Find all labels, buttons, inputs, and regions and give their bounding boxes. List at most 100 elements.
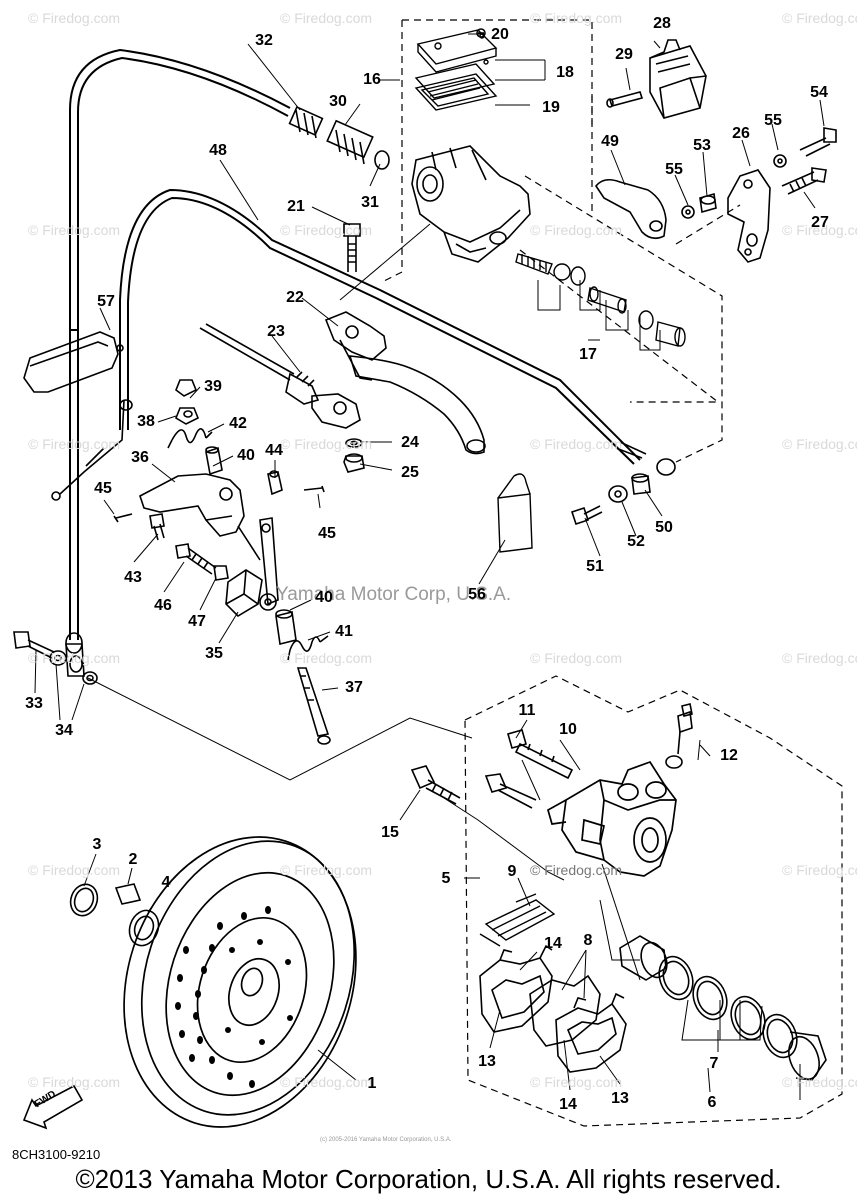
bolt-21 xyxy=(343,223,361,272)
watermark: © Firedog.com xyxy=(782,222,857,238)
callout: 2 xyxy=(128,851,138,868)
pin-45b xyxy=(303,485,325,493)
callout: 25 xyxy=(401,464,419,481)
bolt-46 xyxy=(175,543,217,575)
nut-25 xyxy=(343,453,365,473)
callout: 7 xyxy=(709,1055,719,1072)
cable-lower-ends xyxy=(51,399,133,654)
bolt-33 xyxy=(13,631,55,659)
callout: 40 xyxy=(315,589,333,606)
block-35 xyxy=(225,569,277,618)
flap-56 xyxy=(497,473,533,553)
callout: 56 xyxy=(468,586,486,603)
screw-29 xyxy=(606,91,644,108)
group-outline-master-cylinder xyxy=(381,19,741,463)
piston-seals xyxy=(619,935,827,1081)
bolt-27 xyxy=(781,167,827,195)
watermark: © Firedog.com xyxy=(530,1074,623,1090)
lever-holder-22 xyxy=(324,311,387,381)
callout: 22 xyxy=(286,289,304,306)
callout: 21 xyxy=(287,198,305,215)
spring-42 xyxy=(167,428,213,449)
callout: 16 xyxy=(363,71,381,88)
callout: 45 xyxy=(318,525,336,542)
nut-47 xyxy=(213,565,229,581)
collar-50 xyxy=(631,473,651,495)
brake-cable-32 xyxy=(69,48,291,331)
callout: 13 xyxy=(611,1090,629,1107)
watermark: © Firedog.com xyxy=(28,10,121,26)
callout: 13 xyxy=(478,1053,496,1070)
callout: 43 xyxy=(124,569,142,586)
pin-2 xyxy=(114,883,142,905)
callout: 39 xyxy=(204,378,222,395)
callout: 14 xyxy=(559,1096,577,1113)
callout: 29 xyxy=(615,46,633,63)
callout: 12 xyxy=(720,747,738,764)
bolt-43 xyxy=(149,513,165,541)
caliper-body xyxy=(546,760,677,877)
washer-55b xyxy=(773,154,787,168)
callout: 4 xyxy=(161,874,171,891)
spring-41 xyxy=(287,635,329,661)
adjuster-30 xyxy=(288,106,390,170)
nut-39 xyxy=(175,379,198,397)
pad-spring-9 xyxy=(479,893,556,947)
callout: 17 xyxy=(579,346,597,363)
lever-assembly-23 xyxy=(199,323,361,429)
callout: 37 xyxy=(345,679,363,696)
bracket-57 xyxy=(23,331,124,393)
callout: 20 xyxy=(491,26,509,43)
callout: 33 xyxy=(25,695,43,712)
watermark: © Firedog.com xyxy=(782,862,857,878)
nut-38 xyxy=(175,407,200,425)
bolt-caliper xyxy=(484,773,537,809)
cable-end-fitting xyxy=(615,441,676,476)
callout: 55 xyxy=(764,112,782,129)
switch-28 xyxy=(649,39,707,119)
tiny-copyright: (c) 2005-2016 Yamaha Motor Corporation, … xyxy=(320,1137,452,1143)
brake-lever xyxy=(348,355,486,455)
reservoir-cap xyxy=(414,29,498,111)
callout: 47 xyxy=(188,613,206,630)
watermark: © Firedog.com xyxy=(28,1074,121,1090)
pin-10 xyxy=(514,742,574,780)
washer-52 xyxy=(608,485,628,503)
bleeder-12 xyxy=(665,703,693,769)
watermark: © Firedog.com xyxy=(530,436,623,452)
watermark: © Firedog.com xyxy=(28,862,121,878)
watermark: © Firedog.com xyxy=(782,10,857,26)
watermark: © Firedog.com xyxy=(280,1074,373,1090)
callout: 23 xyxy=(267,323,285,340)
fwd-arrow xyxy=(22,1084,84,1130)
cable-lower-rod xyxy=(69,330,79,640)
watermark: © Firedog.com xyxy=(28,650,121,666)
pin-45a xyxy=(113,513,133,523)
callout: 8 xyxy=(583,932,593,949)
callout: 49 xyxy=(601,133,619,150)
washer-55a xyxy=(681,205,695,219)
callout: 18 xyxy=(556,64,574,81)
callout: 36 xyxy=(131,449,149,466)
switch-44 xyxy=(267,470,283,496)
piston-parts-17 xyxy=(515,253,686,347)
washer-24 xyxy=(345,438,363,448)
bracket-26 xyxy=(727,169,771,263)
clevis xyxy=(65,643,85,677)
callout: 27 xyxy=(811,214,829,231)
callout: 42 xyxy=(229,415,247,432)
master-cylinder-body xyxy=(411,145,531,263)
pin-40a xyxy=(205,446,223,476)
callout: 41 xyxy=(335,623,353,640)
bolt-15 xyxy=(410,765,461,805)
watermark: © Firedog.com xyxy=(280,436,373,452)
circlip-3 xyxy=(69,883,99,917)
bolt-37 xyxy=(296,667,331,745)
bolt-51 xyxy=(570,505,603,526)
callout: 30 xyxy=(329,93,347,110)
callout: 26 xyxy=(732,125,750,142)
callout: 34 xyxy=(55,722,73,739)
watermark: © Firedog.com xyxy=(782,1074,857,1090)
